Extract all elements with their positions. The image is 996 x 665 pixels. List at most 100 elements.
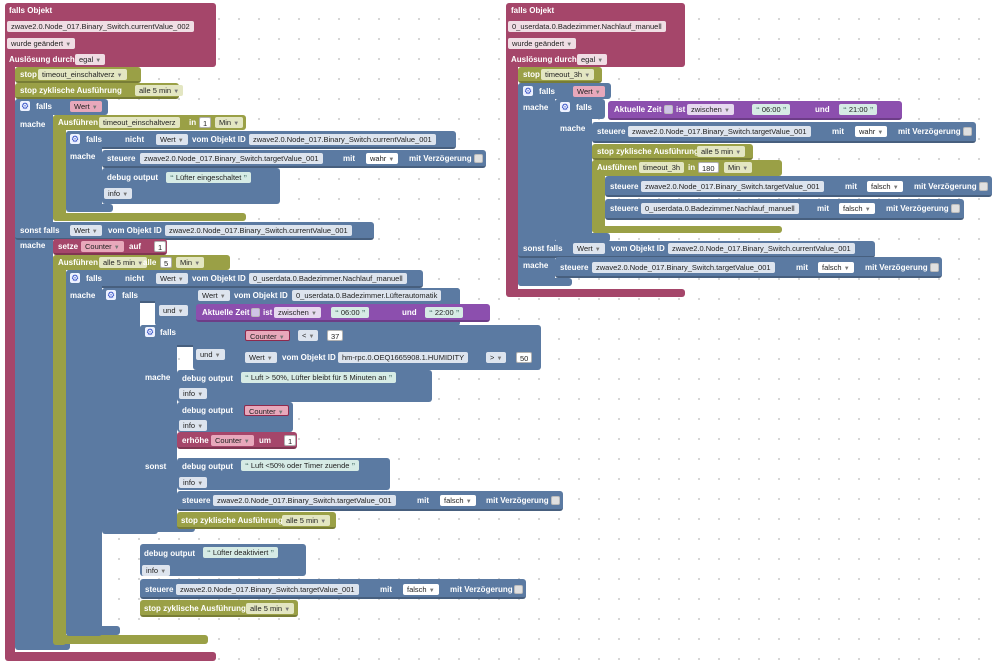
gear-icon[interactable]: ⚙ xyxy=(523,86,533,96)
right-trigger-event[interactable]: wurde geändert ▼ xyxy=(508,38,577,49)
gear-icon[interactable]: ⚙ xyxy=(70,273,80,283)
left-if3-object[interactable]: 0_userdata.0.Badezimmer.Nachlauf_manuell xyxy=(249,273,407,284)
right-ctrl4-value[interactable]: falsch ▼ xyxy=(818,262,854,273)
left-run2-amount[interactable]: 5 xyxy=(160,257,173,268)
checkbox-icon[interactable] xyxy=(930,263,939,272)
left-debug3-level[interactable]: info ▼ xyxy=(179,420,208,431)
left-set-var[interactable]: Counter ▼ xyxy=(81,241,124,252)
left-if5-value3[interactable]: 50 xyxy=(516,352,533,363)
checkbox-icon[interactable] xyxy=(963,127,972,136)
left-debug4-text[interactable]: “ Luft <50% oder Timer zuende ” xyxy=(241,460,360,471)
left-debug1-level[interactable]: info ▼ xyxy=(104,188,133,199)
left-if3-label: falls xyxy=(86,274,103,283)
left-if5-value2[interactable]: Wert ▼ xyxy=(245,352,277,363)
gear-icon[interactable]: ⚙ xyxy=(20,101,30,111)
right-time-from[interactable]: “ 06:00 ” xyxy=(752,104,791,115)
chevron-down-icon: ▼ xyxy=(197,392,204,398)
left-debug2-level[interactable]: info ▼ xyxy=(179,388,208,399)
right-stop-cyclic-select[interactable]: alle 5 min ▼ xyxy=(697,146,746,157)
right-elseif-value[interactable]: Wert ▼ xyxy=(573,243,605,254)
left-set-value[interactable]: 1 xyxy=(154,241,167,252)
checkbox-icon[interactable] xyxy=(951,204,960,213)
right-ctrl1-value[interactable]: wahr ▼ xyxy=(855,126,888,137)
left-run-name[interactable]: timeout_einschaltverz xyxy=(99,117,180,128)
left-elseif-value[interactable]: Wert ▼ xyxy=(70,225,102,236)
left-stop-select[interactable]: timeout_einschaltverz ▼ xyxy=(38,69,127,80)
left-ctrl2-value[interactable]: falsch ▼ xyxy=(440,495,476,506)
left-if2-object[interactable]: zwave2.0.Node_017.Binary_Switch.currentV… xyxy=(249,134,436,145)
left-run2-name[interactable]: alle 5 min ▼ xyxy=(99,257,148,268)
left-time-from[interactable]: “ 06:00 ” xyxy=(331,307,370,318)
right-run-amount[interactable]: 180 xyxy=(698,162,719,173)
left-debug3-var[interactable]: Counter ▼ xyxy=(244,405,289,416)
gear-icon[interactable]: ⚙ xyxy=(70,134,80,144)
checkbox-icon[interactable] xyxy=(979,182,988,191)
left-trigger-object[interactable]: zwave2.0.Node_017.Binary_Switch.currentV… xyxy=(7,21,194,32)
right-trigger-object[interactable]: 0_userdata.0.Badezimmer.Nachlauf_manuell xyxy=(508,21,666,32)
left-trigger-block[interactable] xyxy=(5,3,216,67)
left-elseif-object[interactable]: zwave2.0.Node_017.Binary_Switch.currentV… xyxy=(165,225,352,236)
left-debug5-text-label: Lüfter deaktiviert xyxy=(212,548,269,557)
left-if5-object[interactable]: hm-rpc.0.OEQ1665908.1.HUMIDITY xyxy=(338,352,469,363)
left-if2-value[interactable]: Wert ▼ xyxy=(156,134,188,145)
left-if-value[interactable]: Wert ▼ xyxy=(70,101,102,112)
left-run2-unit[interactable]: Min ▼ xyxy=(176,257,205,268)
left-stop-cyclic-select[interactable]: alle 5 min ▼ xyxy=(135,85,184,96)
left-run-amount[interactable]: 1 xyxy=(199,117,212,128)
gear-icon[interactable]: ⚙ xyxy=(106,290,116,300)
right-elseif-object[interactable]: zwave2.0.Node_017.Binary_Switch.currentV… xyxy=(668,243,855,254)
gear-icon[interactable]: ⚙ xyxy=(145,327,155,337)
left-if5-op2[interactable]: > ▼ xyxy=(486,352,507,363)
left-ctrl2-object[interactable]: zwave2.0.Node_017.Binary_Switch.targetVa… xyxy=(213,495,396,506)
checkbox-icon[interactable] xyxy=(551,496,560,505)
left-debug1-text[interactable]: “ Lüfter eingeschaltet ” xyxy=(166,172,252,183)
right-time-between[interactable]: zwischen ▼ xyxy=(687,104,734,115)
left-stop2-select[interactable]: alle 5 min ▼ xyxy=(282,515,331,526)
right-ctrl1-object[interactable]: zwave2.0.Node_017.Binary_Switch.targetVa… xyxy=(628,126,811,137)
left-inc-value[interactable]: 1 xyxy=(284,435,297,446)
left-debug2-text[interactable]: “ Luft > 50%, Lüfter bleibt für 5 Minute… xyxy=(241,372,397,383)
right-if-value[interactable]: Wert ▼ xyxy=(573,86,605,97)
right-trigger-by-select[interactable]: egal ▼ xyxy=(577,54,608,65)
left-time-label: Aktuelle Zeit xyxy=(202,308,250,317)
right-run-name[interactable]: timeout_3h xyxy=(639,162,685,173)
left-if4-value[interactable]: Wert ▼ xyxy=(198,290,230,301)
left-if3-value[interactable]: Wert ▼ xyxy=(156,273,188,284)
right-ctrl2-object[interactable]: zwave2.0.Node_017.Binary_Switch.targetVa… xyxy=(641,181,824,192)
chevron-down-icon: ▼ xyxy=(137,261,144,267)
left-time-between[interactable]: zwischen ▼ xyxy=(274,307,321,318)
chevron-down-icon: ▼ xyxy=(197,424,204,430)
left-if5-var[interactable]: Counter ▼ xyxy=(245,330,290,341)
left-if4-object[interactable]: 0_userdata.0.Badezimmer.Lüfterautomatik xyxy=(292,290,442,301)
left-inc-var[interactable]: Counter ▼ xyxy=(211,435,254,446)
chevron-down-icon: ▼ xyxy=(233,121,240,127)
right-run-unit[interactable]: Min ▼ xyxy=(724,162,753,173)
checkbox-icon[interactable] xyxy=(514,585,523,594)
left-debug5-level[interactable]: info ▼ xyxy=(142,565,171,576)
left-ctrl1-value[interactable]: wahr ▼ xyxy=(366,153,399,164)
right-ctrl3-value[interactable]: falsch ▼ xyxy=(839,203,875,214)
left-ctrl1-object[interactable]: zwave2.0.Node_017.Binary_Switch.targetVa… xyxy=(140,153,323,164)
right-stop-select[interactable]: timeout_3h ▼ xyxy=(541,69,595,80)
right-ctrl3-object[interactable]: 0_userdata.0.Badezimmer.Nachlauf_manuell xyxy=(641,203,799,214)
left-trigger-event[interactable]: wurde geändert ▼ xyxy=(7,38,76,49)
checkbox-icon[interactable] xyxy=(251,308,260,317)
checkbox-icon[interactable] xyxy=(474,154,483,163)
left-ctrl3-value[interactable]: falsch ▼ xyxy=(403,584,439,595)
left-run-unit[interactable]: Min ▼ xyxy=(215,117,244,128)
left-trigger-by-select[interactable]: egal ▼ xyxy=(75,54,106,65)
left-if5-op[interactable]: < ▼ xyxy=(298,330,319,341)
left-if4-and[interactable]: und ▼ xyxy=(159,305,188,316)
right-ctrl4-object[interactable]: zwave2.0.Node_017.Binary_Switch.targetVa… xyxy=(592,262,775,273)
left-debug5-text[interactable]: “ Lüfter deaktiviert ” xyxy=(203,547,279,558)
right-time-to[interactable]: “ 21:00 ” xyxy=(839,104,878,115)
left-ctrl3-object[interactable]: zwave2.0.Node_017.Binary_Switch.targetVa… xyxy=(176,584,359,595)
checkbox-icon[interactable] xyxy=(664,105,673,114)
left-debug4-level[interactable]: info ▼ xyxy=(179,477,208,488)
left-if5-value[interactable]: 37 xyxy=(327,330,344,341)
left-stop3-select[interactable]: alle 5 min ▼ xyxy=(246,603,295,614)
right-ctrl2-value[interactable]: falsch ▼ xyxy=(867,181,903,192)
left-if5-and[interactable]: und ▼ xyxy=(196,349,225,360)
gear-icon[interactable]: ⚙ xyxy=(560,102,570,112)
left-time-to[interactable]: “ 22:00 ” xyxy=(425,307,464,318)
